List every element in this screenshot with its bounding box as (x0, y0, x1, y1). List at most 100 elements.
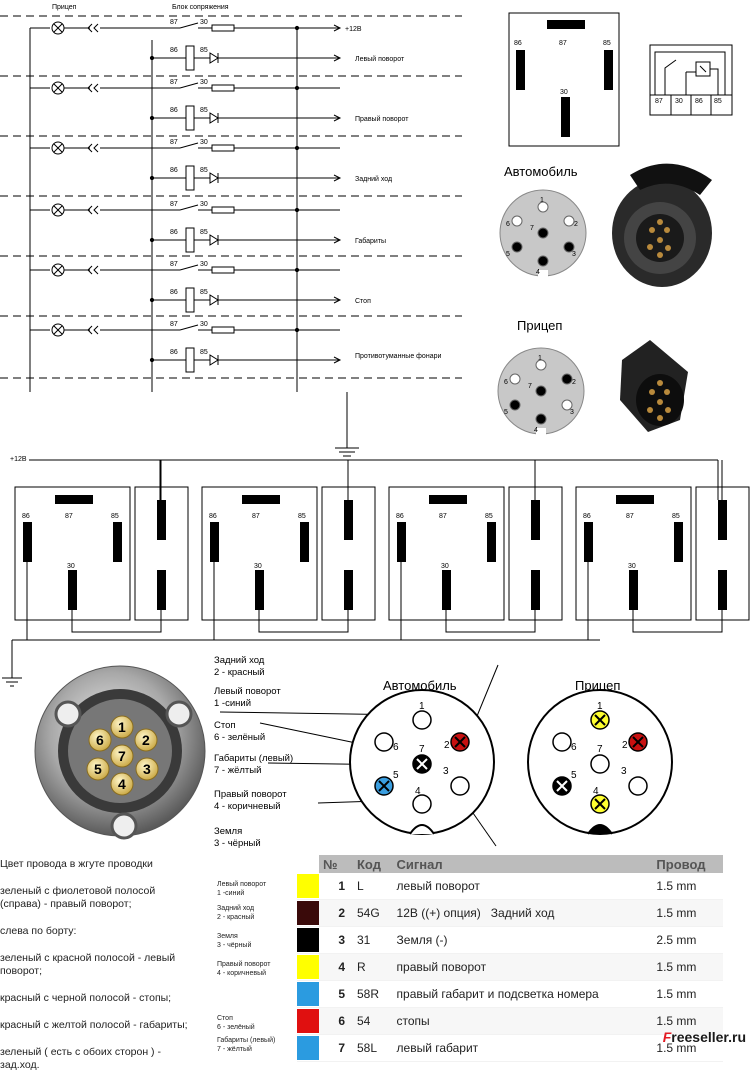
pin-85: 85 (200, 167, 208, 174)
pin (535, 359, 547, 371)
connector-icon (87, 23, 99, 33)
pin (561, 373, 573, 385)
junction (294, 267, 300, 273)
relay-pin-30: 30 (441, 563, 449, 570)
pin (535, 385, 547, 397)
junction (149, 115, 155, 121)
pin-87: 87 (170, 19, 178, 26)
fuse-icon (211, 266, 235, 274)
cell-signal: Земля (-) (392, 926, 653, 954)
pin-label-sub: 6 - зелёный (214, 732, 265, 743)
junction (294, 85, 300, 91)
pin-87: 87 (170, 321, 178, 328)
relay-blade (442, 570, 451, 610)
pin-number: 2 (574, 221, 578, 228)
pin-label-title: Земля (214, 826, 242, 837)
col-signal: Сигнал (392, 855, 653, 873)
cell-num: 2 (319, 899, 353, 927)
relay-blade (23, 522, 32, 562)
pin-86: 86 (170, 349, 178, 356)
terminal (531, 500, 540, 540)
key-notch (538, 270, 548, 278)
pin-label-sub: 1 -синий (214, 698, 251, 709)
relay-marker (55, 495, 93, 504)
arrow-icon (333, 174, 342, 182)
key-notch (409, 824, 435, 835)
junction (294, 25, 300, 31)
pin-number: 1 (597, 701, 603, 712)
fuse-icon (211, 326, 235, 334)
relay-contact (179, 264, 199, 271)
cross-mark (632, 736, 644, 748)
pin (537, 227, 549, 239)
row-label: Стоп (355, 298, 371, 305)
small-relay-pin-86: 86 (695, 98, 703, 105)
cell-code: 58R (353, 980, 393, 1008)
small-label: Габариты (левый)7 - жёлтый (217, 1037, 276, 1053)
pin-label-title: Левый поворот (214, 686, 281, 697)
pin-86: 86 (170, 167, 178, 174)
diode-icon (209, 294, 219, 306)
pin-label-sub: 7 - жёлтый (214, 765, 261, 776)
photo-pin-number: 1 (118, 719, 126, 735)
legend-item: зеленый с фиолетовой полосой (справа) - … (0, 885, 156, 910)
trailer-label: Прицеп (52, 4, 77, 11)
pin (563, 215, 575, 227)
relay-pin-85: 85 (298, 513, 306, 520)
fuse-icon (211, 84, 235, 92)
pin-number: 1 (538, 355, 542, 362)
cell-code: 54G (353, 899, 393, 927)
pin-86: 86 (170, 47, 178, 54)
trailer-plug-title: Прицеп (517, 318, 562, 333)
photo-pin (110, 744, 134, 768)
photo-pin-number: 7 (118, 748, 126, 764)
v12-label: +12В (345, 26, 362, 33)
key-notch (587, 824, 613, 835)
relay-pin-85: 85 (111, 513, 119, 520)
color-swatch (297, 926, 319, 954)
col-code: Код (353, 855, 393, 873)
terminal (157, 500, 166, 540)
cell-wire: 2.5 mm (652, 926, 723, 954)
cell-code: 54 (353, 1007, 393, 1035)
junction (149, 357, 155, 363)
pin (552, 732, 572, 752)
relay-blade (487, 522, 496, 562)
relay-contact (179, 142, 199, 149)
small-relay-pin-30: 30 (675, 98, 683, 105)
relay-blade (584, 522, 593, 562)
row-label: Габариты (355, 237, 386, 245)
pin (563, 241, 575, 253)
pin-87: 87 (170, 139, 178, 146)
pin-number: 7 (419, 744, 425, 755)
cell-signal: 12В ((+) опция) Задний ход (392, 899, 653, 927)
wire (632, 610, 723, 633)
relay-coil (185, 287, 195, 313)
diode-icon (209, 172, 219, 184)
pin-87: 87 (170, 79, 178, 86)
pin-number: 2 (444, 740, 450, 751)
relay-contact (179, 22, 199, 29)
pin-85: 85 (200, 47, 208, 54)
color-swatch (297, 873, 319, 900)
relay-pin-30: 30 (628, 563, 636, 570)
diode-icon (209, 112, 219, 124)
pin (537, 255, 549, 267)
pin-number: 6 (506, 221, 510, 228)
diode-icon (209, 234, 219, 246)
pin (628, 776, 648, 796)
row-label: Левый поворот (355, 55, 405, 63)
relay-coil (185, 347, 195, 373)
pin-label-sub: 4 - коричневый (214, 801, 281, 812)
cross-mark (594, 714, 606, 726)
photo-pin (110, 772, 134, 796)
relay-pin-85: 85 (485, 513, 493, 520)
pin-number: 1 (419, 701, 425, 712)
